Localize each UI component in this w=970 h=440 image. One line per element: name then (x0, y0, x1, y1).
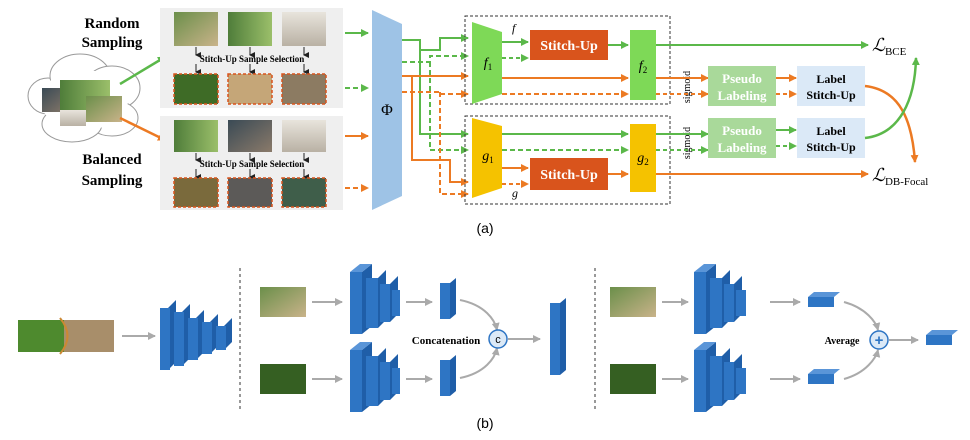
stitch-up-block-f (530, 30, 608, 60)
sample-image (174, 12, 218, 46)
cnn-backbone-bottom (350, 342, 400, 412)
sample-image (228, 12, 272, 46)
sample-image (228, 120, 272, 152)
stitch-up-selection-label: Stitch-Up Sample Selection (200, 54, 305, 64)
f2-label: f2 (639, 59, 647, 75)
label-stitch-line2: Stitch-Up (806, 140, 856, 154)
f1-block (472, 22, 502, 104)
f-symbol: f (512, 21, 517, 35)
dataset-cloud (27, 53, 141, 143)
logit-bottom (808, 374, 834, 384)
input-image-cow (610, 364, 656, 394)
sample-image (282, 12, 326, 46)
g-branch-box (464, 115, 671, 205)
f2-block (630, 30, 656, 100)
label-stitch-line2: Stitch-Up (806, 88, 856, 102)
cnn-backbone-bottom-avg (694, 342, 746, 412)
loss-bce: ℒBCE (872, 35, 907, 58)
concatenation-node (488, 329, 508, 349)
balanced-sampling-arrow (119, 116, 166, 142)
logit-top (808, 297, 834, 307)
label-stitch-line1: Label (816, 124, 846, 138)
g2-block (630, 124, 656, 192)
pseudo-label-line2: Labeling (717, 140, 767, 155)
pseudo-label-line2: Labeling (717, 88, 767, 103)
g-symbol: g (512, 186, 518, 200)
stitched-input-image (18, 317, 114, 355)
sigmoid-label-bottom: sigmoid (682, 127, 693, 159)
balanced-sample-panel: Stitch-Up Sample Selection (160, 116, 343, 210)
stitched-image (281, 177, 327, 208)
average-label: Average (825, 336, 860, 347)
label-stitch-line1: Label (816, 72, 846, 86)
average-symbol: + (875, 332, 884, 349)
random-sampling-label-1: Random (84, 16, 140, 32)
stitch-up-block-g (530, 158, 608, 190)
label-stitch-up-top (797, 66, 865, 106)
stitched-image (173, 177, 219, 208)
backbone-phi (372, 10, 402, 210)
phi-label: Φ (381, 102, 393, 119)
balanced-sampling-label-1: Balanced (82, 152, 142, 168)
random-sampling-arrow (119, 55, 166, 86)
concat-symbol: c (495, 334, 501, 346)
averaged-logit (926, 335, 952, 345)
stitched-image (227, 177, 273, 208)
pseudo-label-line1: Pseudo (722, 123, 762, 138)
average-node (869, 330, 889, 350)
caption-b: (b) (476, 415, 493, 431)
cnn-backbone-top (350, 264, 400, 334)
f-branch-box (464, 15, 671, 105)
pseudo-labeling-bottom (708, 118, 776, 158)
random-sampling-label-2: Sampling (82, 35, 143, 51)
feature-vector-bottom (440, 360, 450, 396)
balanced-sampling-label-2: Sampling (82, 173, 143, 189)
stitch-up-label-g: Stitch-Up (540, 168, 598, 183)
pseudo-label-line1: Pseudo (722, 71, 762, 86)
stitched-image (227, 73, 273, 105)
f1-label: f1 (484, 56, 492, 72)
input-image-cow (260, 364, 306, 394)
g2-label: g2 (637, 151, 649, 167)
concatenation-label: Concatenation (412, 335, 480, 347)
label-stitch-up-bottom (797, 118, 865, 158)
loss-db-focal: ℒDB-Focal (872, 165, 928, 188)
cnn-backbone (160, 300, 232, 370)
input-image-dog-cat (260, 287, 306, 317)
cnn-backbone-top-avg (694, 264, 746, 334)
g1-block (472, 118, 502, 198)
stitch-up-label-f: Stitch-Up (540, 39, 598, 54)
input-image-dog-cat (610, 287, 656, 317)
caption-a: (a) (476, 220, 493, 236)
stitched-image (173, 73, 219, 105)
sample-image (282, 120, 326, 152)
random-sample-panel: Stitch-Up Sample Selection (160, 8, 343, 108)
stitch-up-selection-label: Stitch-Up Sample Selection (200, 159, 305, 169)
g1-label: g1 (482, 149, 494, 165)
feature-vector-top (440, 283, 450, 319)
stitched-image (281, 73, 327, 105)
sample-image (174, 120, 218, 152)
concatenated-feature (550, 303, 560, 375)
sigmoid-label-top: sigmoid (682, 71, 693, 103)
pseudo-labeling-top (708, 66, 776, 106)
